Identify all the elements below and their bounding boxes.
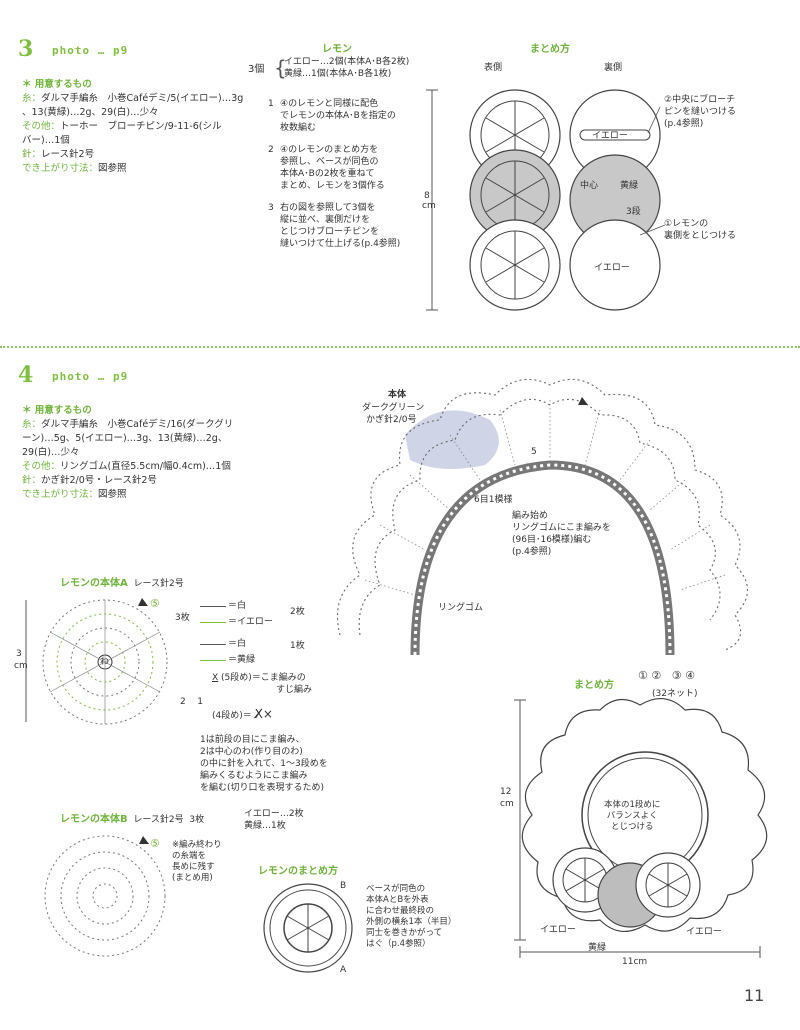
back-label: 裏側 <box>604 63 623 73</box>
assembly-title-3: まとめ方 <box>530 44 570 55</box>
section-3-materials: ＊ 用意するもの 糸：ダルマ手編糸 小巻Caféデミ/5(イエロー)…3g 、1… <box>22 79 244 174</box>
final-yellow-left: イエロー <box>540 925 576 935</box>
body-hook: かぎ針2/0号 <box>366 415 417 425</box>
section-4-number: 4 <box>18 362 34 388</box>
nets-label: (32ネット) <box>652 689 698 699</box>
lemon-count: 3個 <box>248 64 265 75</box>
front-lemon-bottom <box>469 219 561 311</box>
section-4-materials: ＊ 用意するもの 糸：ダルマ手編糸 小巻Caféデミ/16(ダークグリ ーン)…… <box>22 405 234 500</box>
legend-nums: 2 1 <box>180 697 203 707</box>
five-label: 5 <box>531 447 537 457</box>
marker-a: A <box>340 965 347 975</box>
scallop-edge <box>336 378 749 651</box>
front-label: 表側 <box>484 63 503 73</box>
section-3-photo-ref: photo … p9 <box>52 44 129 57</box>
lemon-b-title: レモンの本体B レース針2号 3枚 <box>60 814 205 825</box>
center-label: 中心 <box>580 181 599 191</box>
rows-marks: ① ② ③ ④ <box>638 669 695 682</box>
lemon-assembly-title: レモンのまとめ方 <box>258 866 338 877</box>
final-width-label: 11cm <box>622 957 648 967</box>
lemon-b-five: ⑤ <box>150 837 160 850</box>
lemon-a-count: 3枚 <box>175 613 190 623</box>
page-number: 11 <box>744 986 765 1005</box>
lemon-b-arrow-icon <box>139 836 149 844</box>
back-yellow-top: イエロー <box>592 131 628 141</box>
start-note: 編み始めリングゴムにこま編みを(96目･16模様)編む(p.4参照) <box>512 511 611 557</box>
body-title: 本体 <box>388 390 407 400</box>
lemon-lines: イエロー…2個(本体A･B各2枚) 黄緑…1個(本体A･B各1枚) <box>284 57 410 79</box>
back-kimidori: 黄緑 <box>620 181 639 191</box>
body-color: ダークグリーン <box>362 403 425 413</box>
height-label-3: 8 <box>424 191 430 201</box>
materials-title: ＊ 用意するもの <box>22 79 92 90</box>
lemon-b-note: ※編み終わりの糸端を長めに残す(まとめ用) <box>172 840 222 883</box>
final-height-label: 12 <box>500 787 512 797</box>
sew-note: ①レモンの裏側をとじつける <box>664 219 737 241</box>
pattern-note: 6目1模様 <box>474 495 513 505</box>
legend-1: X (5段め)＝こま編みの すじ編み <box>212 673 313 695</box>
pin-note: ②中央にブローチピンを縫いつける(p.4参照) <box>664 95 737 129</box>
start-arrow-icon <box>578 397 588 405</box>
marker-b: B <box>340 881 347 891</box>
final-assembly-diagram <box>514 698 768 958</box>
rounds-label: 3段 <box>626 207 641 217</box>
lemon-a-stitches <box>49 600 161 724</box>
ring-label: リングゴム <box>438 603 484 613</box>
lemon-b-chart <box>44 835 166 957</box>
lemon-assembly-diagram <box>263 883 353 973</box>
lemon-a-count-1: 1枚 <box>290 641 305 651</box>
lemon-a-unit: cm <box>14 661 28 671</box>
section-3-number: 3 <box>18 36 34 62</box>
lemon-a-size-marker <box>25 600 27 722</box>
legend-2: (4段め)＝ X̸× <box>212 707 273 721</box>
ring-gom <box>410 460 675 656</box>
brooch-pin-icon <box>579 129 651 141</box>
lemon-a-five: ⑤ <box>150 597 160 610</box>
section-4-photo-ref: photo … p9 <box>52 370 129 383</box>
body-crochet-chart <box>336 378 749 656</box>
radial-stitches <box>364 400 726 596</box>
lemon-b-lines: イエロー…2枚黄緑…1枚 <box>244 809 304 831</box>
assembly-title-4: まとめ方 <box>574 680 614 691</box>
lemon-a-arrow-icon <box>138 598 148 606</box>
final-kimidori: 黄緑 <box>588 943 607 953</box>
final-lemon-right <box>635 852 701 918</box>
highlight-area <box>405 410 499 469</box>
final-height-unit: cm <box>500 799 514 809</box>
section-divider <box>0 346 800 348</box>
front-lemon-middle <box>469 149 561 241</box>
final-yellow-right: イエロー <box>686 927 722 937</box>
lemon-assembly-note: ベースが同色の本体AとBを外表に合わせ最終段の外側の横糸1本（半目）同士を巻きか… <box>366 884 457 949</box>
brace-icon: { <box>274 56 287 80</box>
final-assembly-note: 本体の1段めにバランスよくとじつける <box>604 800 661 832</box>
lemon-a-size: 3 <box>16 649 22 659</box>
lemon-a-colors: ＝白 ＝イエロー ＝白 ＝黄緑 <box>200 598 273 668</box>
lemon-title: レモン <box>322 44 352 55</box>
back-yellow-bottom: イエロー <box>594 263 630 273</box>
lemon-a-count-2: 2枚 <box>290 607 305 617</box>
legend-note: 1は前段の目にこま編み、2は中心のわ(作り目のわ)の中に針を入れて、1～3段めを… <box>200 735 328 793</box>
lemon-a-chart <box>42 598 168 725</box>
section-3-assembly-diagram <box>426 89 666 311</box>
back-lemon-bottom <box>569 219 661 311</box>
lemon-a-title: レモンの本体A レース針2号 <box>60 578 184 589</box>
height-unit-3: cm <box>422 201 436 211</box>
lemon-a-wa: わ <box>100 657 110 667</box>
